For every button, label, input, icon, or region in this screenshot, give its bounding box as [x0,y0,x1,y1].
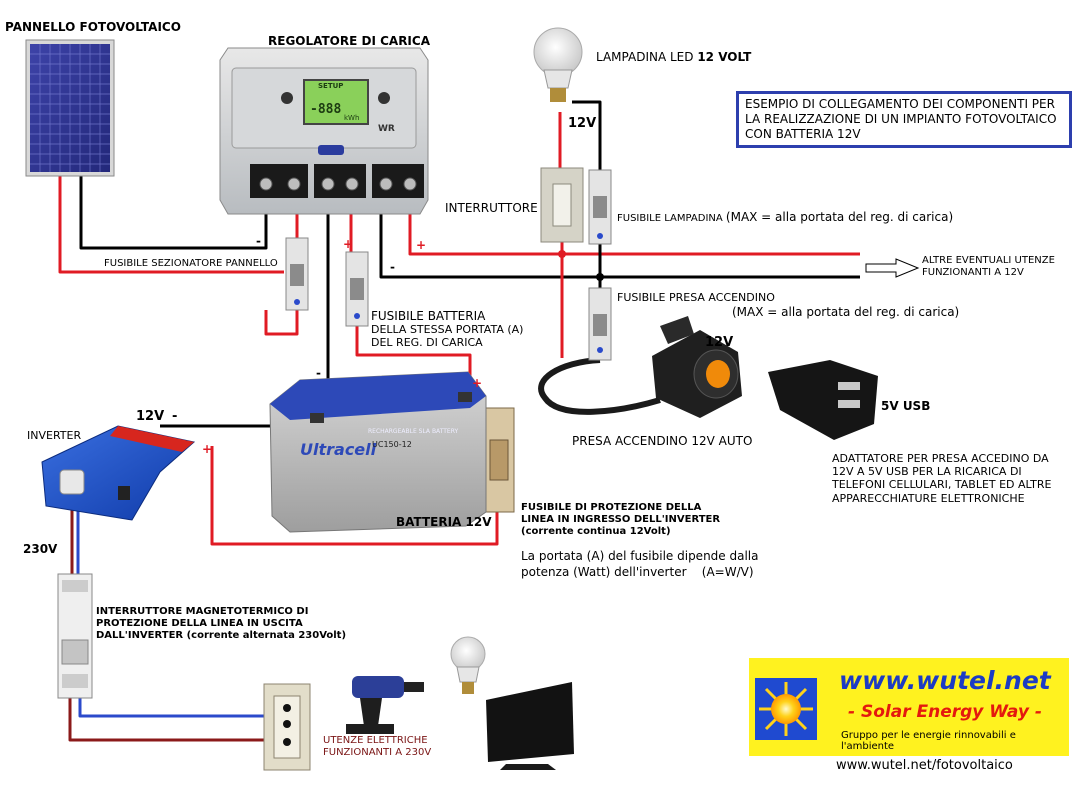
label-fuse-panel: FUSIBILE SEZIONATORE PANNELLO [104,258,278,269]
label-battery: BATTERIA 12V [396,515,492,529]
label-fuse-lamp-note: (MAX = alla portata del reg. di carica) [725,210,954,224]
label-other-loads: ALTRE EVENTUALI UTENZE FUNZIONANTI A 12V [922,255,1055,278]
label-fuse-inverter: FUSIBILE DI PROTEZIONE DELLA LINEA IN IN… [521,502,721,537]
wire-ac-phase-out [68,698,264,742]
regulator-brand: WR [378,124,395,134]
fuse-holder-battery-image [345,251,369,327]
wire-load-negative [379,196,860,279]
polarity-battery-plus-reg: + [343,237,354,251]
wire-inverter-positive [210,446,499,546]
label-led-bulb: LAMPADINA LED 12 VOLT [596,50,751,64]
charge-regulator-image [219,47,429,215]
led-bulb-12v-image [533,27,583,102]
label-regulator: REGOLATORE DI CARICA [268,34,430,48]
led-bulb-230v-image [450,636,486,694]
label-minus-inverter: - [172,409,178,424]
label-fuse-lamp-name: FUSIBILE LAMPADINA [617,213,726,224]
fuse-inverter-image [483,407,515,513]
battery-image [269,371,487,533]
circuit-breaker-image [57,573,93,699]
wire-lighter-cable [538,357,661,415]
polarity-load-minus: - [390,260,395,274]
label-socket: PRESA ACCENDINO 12V AUTO [572,434,753,448]
label-12v-socket: 12V [705,335,734,350]
label-inverter: INVERTER [27,429,82,442]
footer-url: www.wutel.net/fotovoltaico [836,758,1013,773]
regulator-display-setup: SETUP [318,82,344,90]
wutel-logo: www.wutel.net - Solar Energy Way - Grupp… [749,658,1069,756]
label-fuse-lighter-note: (MAX = alla portata del reg. di carica) [732,305,960,319]
label-usb: 5V USB [881,399,931,413]
lighter-socket-image [652,316,742,418]
battery-band: RECHARGEABLE SLA BATTERY [368,428,459,435]
logo-description: Gruppo per le energie rinnovabili e l'am… [841,730,1016,752]
fuse-holder-lamp-image [588,169,612,245]
wire-panel-negative [79,176,268,250]
junction-negative [596,273,604,281]
label-loads-230v: UTENZE ELETTRICHE FUNZIONANTI A 230V [323,735,432,758]
junction-positive [558,250,566,258]
label-led-bulb-prefix: LAMPADINA LED [596,50,698,64]
switch-image [540,167,584,243]
solar-panel-image [25,39,115,177]
wire-battery-positive-b [355,326,472,382]
inverter-image [41,425,196,521]
label-fuse-battery-title: FUSIBILE BATTERIA [371,309,486,323]
usb-adapter-image [768,360,878,440]
label-panel: PANNELLO FOTOVOLTAICO [5,20,181,34]
polarity-battery-minus: - [316,366,321,380]
wire-load-positive [408,196,860,256]
wire-panel-positive-2 [264,302,299,336]
label-led-bulb-volt: 12 VOLT [697,50,752,64]
battery-brand: Ultracell [300,440,377,459]
logo-url: www.wutel.net [839,666,1051,695]
label-fuse-lighter: FUSIBILE PRESA ACCENDINO [617,291,775,304]
wall-socket-image [263,683,311,771]
polarity-battery-plus: + [472,376,483,390]
label-230v: 230V [23,542,58,556]
note-box: ESEMPIO DI COLLEGAMENTO DEI COMPONENTI P… [736,91,1072,148]
polarity-panel-minus: - [256,234,261,248]
regulator-display-readout: -888 [310,102,342,117]
drill-image [346,676,424,734]
label-12v-top: 12V [568,116,597,131]
polarity-inverter-plus: + [202,442,213,456]
polarity-load-plus: + [416,238,427,252]
fuse-holder-panel-image [285,237,309,311]
label-breaker: INTERRUTTORE MAGNETOTERMICO DI PROTEZION… [96,606,347,641]
wire-lamp-negative [572,100,602,172]
label-switch: INTERRUTTORE [445,201,538,215]
sun-icon [755,678,817,740]
tv-image [486,682,574,770]
note-text: ESEMPIO DI COLLEGAMENTO DEI COMPONENTI P… [745,97,1057,141]
label-fuse-lamp: FUSIBILE LAMPADINA (MAX = alla portata d… [617,206,953,225]
wire-ac-neutral-out [78,698,264,718]
battery-model: UC150-12 [372,440,412,449]
label-fuse-battery-desc: DELLA STESSA PORTATA (A) DEL REG. DI CAR… [371,323,524,350]
wire-panel-positive [58,176,284,274]
regulator-display-unit: kWh [344,114,360,122]
label-fuse-inverter-note: La portata (A) del fusibile dipende dall… [521,549,759,580]
label-adapter: ADATTATORE PER PRESA ACCEDINO DA 12V A 5… [832,452,1052,505]
fuse-holder-lighter-image [588,287,612,361]
label-12v-inverter: 12V [136,409,165,424]
logo-slogan: - Solar Energy Way - [848,702,1042,722]
arrow-other-loads [865,258,920,278]
